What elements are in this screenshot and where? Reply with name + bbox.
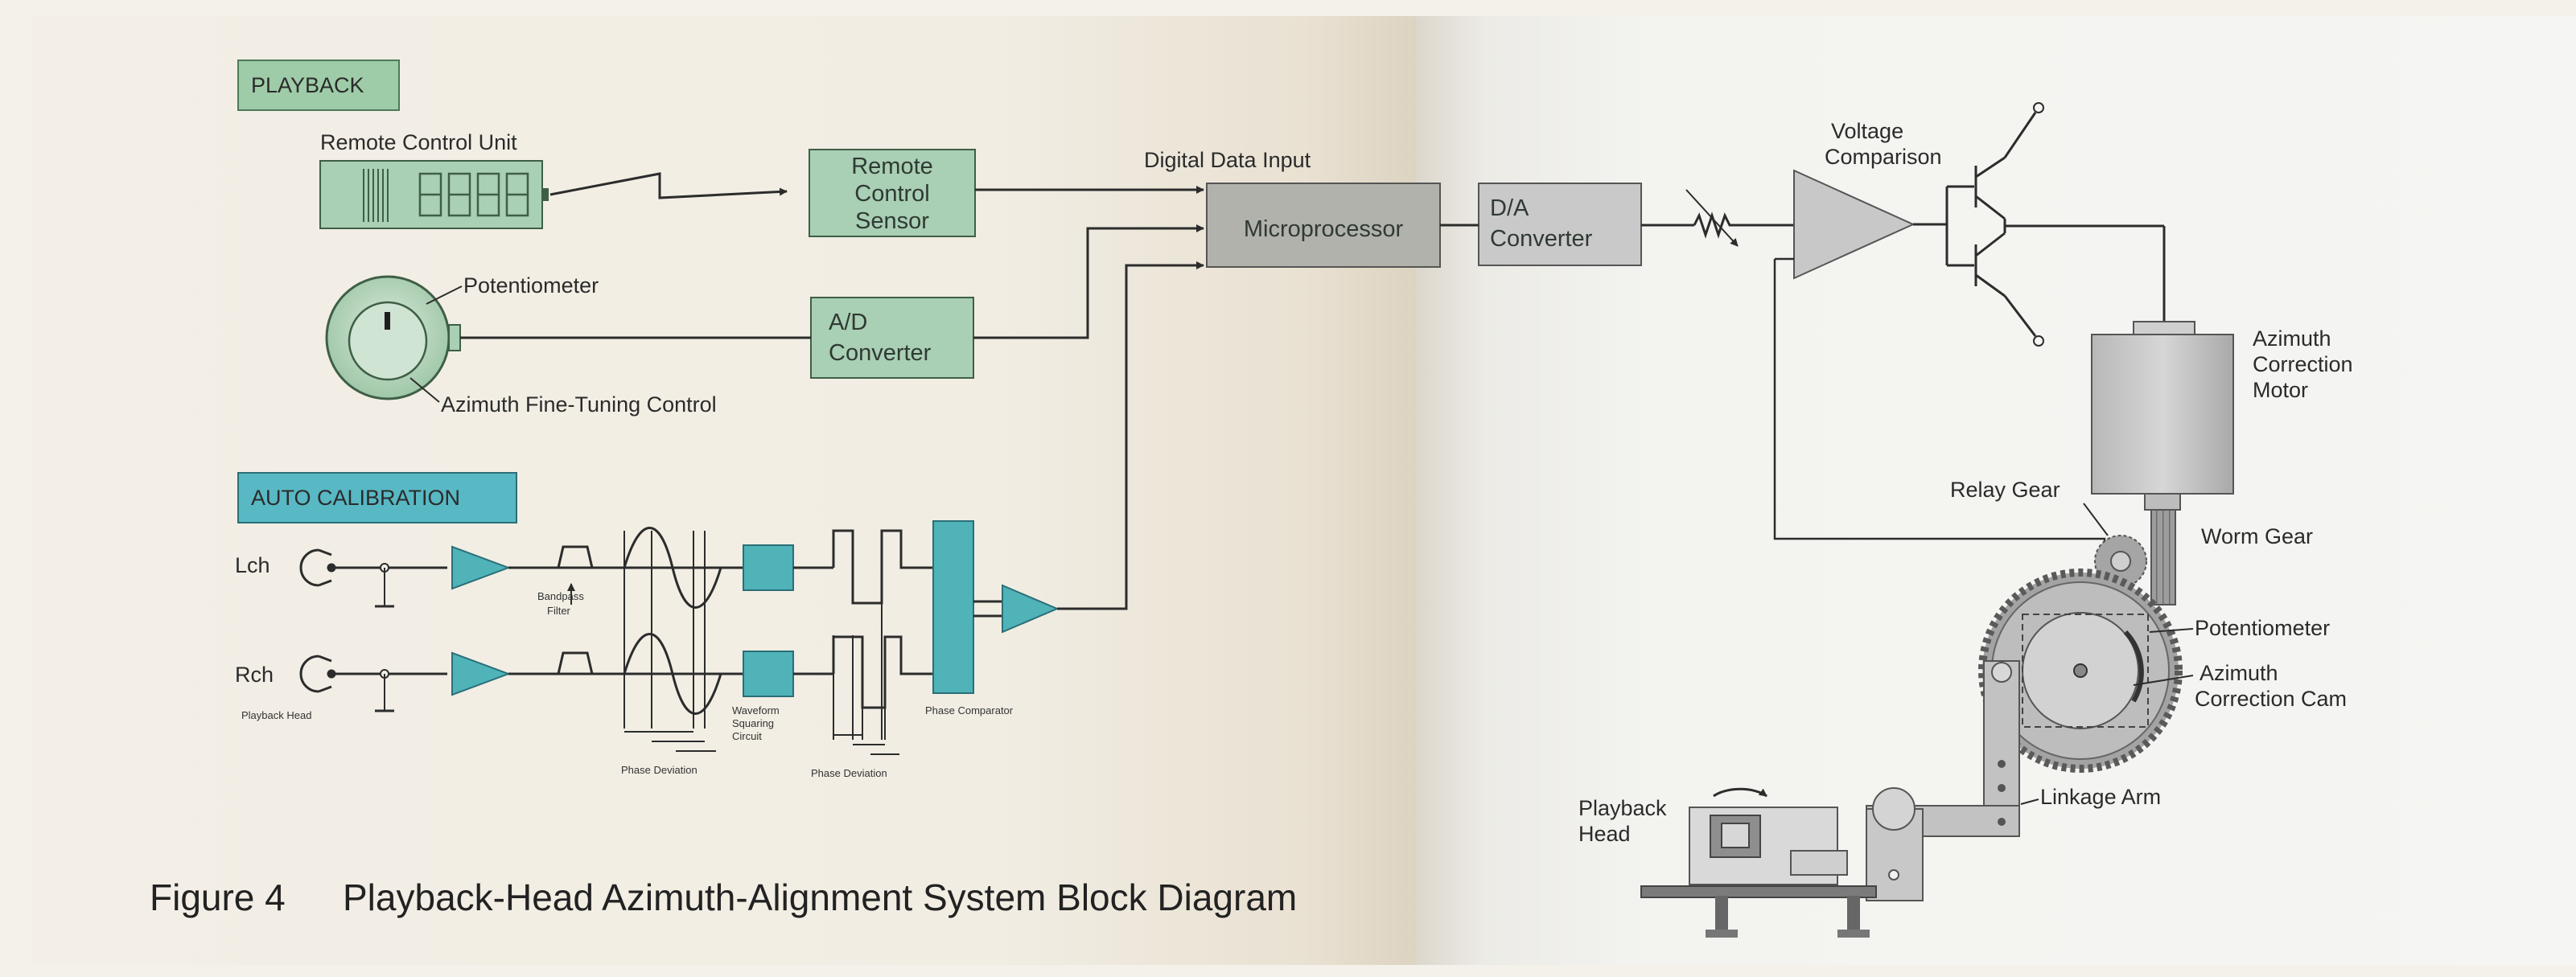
playback-head-label-2: Head xyxy=(1578,822,1631,846)
phase-deviation-label-2: Phase Deviation xyxy=(811,767,887,779)
cam-label-2: Correction Cam xyxy=(2195,687,2347,711)
bandpass-filter-label-2: Filter xyxy=(547,605,571,617)
svg-text:Sensor: Sensor xyxy=(855,208,929,234)
svg-text:D/A: D/A xyxy=(1490,195,1529,221)
ir-signal-arrow xyxy=(549,172,788,199)
rch-bandpass-filter xyxy=(545,651,602,675)
variable-resistor xyxy=(1693,211,1794,239)
figure-number: Figure 4 xyxy=(150,876,286,918)
playback-head-small-label: Playback Head xyxy=(241,709,311,721)
rch-head-icon xyxy=(299,655,336,693)
potentiometer-right-label: Potentiometer xyxy=(2195,616,2330,640)
remote-control-unit-icon xyxy=(319,160,549,229)
comparator-amplifier xyxy=(1002,584,1060,634)
svg-text:Microprocessor: Microprocessor xyxy=(1244,216,1404,242)
potentiometer-label: Potentiometer xyxy=(463,273,599,298)
rch-label: Rch xyxy=(235,663,274,687)
figure-title: Playback-Head Azimuth-Alignment System B… xyxy=(343,876,1297,918)
lch-amplifier xyxy=(451,545,511,590)
motor-label-1: Azimuth xyxy=(2253,326,2331,351)
svg-text:Remote: Remote xyxy=(851,154,933,179)
worm-gear xyxy=(2150,509,2176,605)
lch-bandpass-filter xyxy=(545,545,602,569)
squaring-label-3: Circuit xyxy=(732,730,762,742)
svg-text:Converter: Converter xyxy=(829,340,932,366)
potentiometer-pointer xyxy=(426,285,463,305)
da-converter-box: D/A Converter xyxy=(1478,183,1642,266)
motor-label-2: Correction xyxy=(2253,352,2353,376)
relay-gear-label: Relay Gear xyxy=(1950,478,2060,502)
ad-converter-box: A/D Converter xyxy=(810,297,974,379)
fine-tuning-knob[interactable] xyxy=(325,275,461,400)
voltage-comparator xyxy=(1793,169,1916,280)
fine-tuning-label: Azimuth Fine-Tuning Control xyxy=(441,392,717,417)
phase-deviation-label-1: Phase Deviation xyxy=(621,764,697,776)
lch-squaring-circuit xyxy=(743,544,794,591)
svg-text:Control: Control xyxy=(854,181,930,207)
auto-calibration-tag: AUTO CALIBRATION xyxy=(237,472,517,523)
squaring-label-1: Waveform xyxy=(732,704,780,716)
lch-square-wave xyxy=(832,529,933,605)
rch-square-wave xyxy=(832,635,933,709)
feedback-line xyxy=(1773,259,2106,587)
fine-tuning-pointer xyxy=(409,377,440,403)
lch-label: Lch xyxy=(235,553,270,577)
playback-head-label-1: Playback xyxy=(1578,796,1667,820)
svg-text:PLAYBACK: PLAYBACK xyxy=(251,73,364,97)
remote-control-sensor-box: Remote Control Sensor xyxy=(809,149,976,237)
cam-label-1: Azimuth xyxy=(2199,661,2278,685)
azimuth-correction-motor xyxy=(2091,321,2234,511)
linkage-arm-label: Linkage Arm xyxy=(2040,785,2161,809)
svg-text:AUTO CALIBRATION: AUTO CALIBRATION xyxy=(251,486,460,510)
remote-control-unit-label: Remote Control Unit xyxy=(320,130,517,154)
svg-text:Converter: Converter xyxy=(1490,226,1593,252)
microprocessor-box: Microprocessor xyxy=(1206,183,1441,268)
linkage-arm xyxy=(1866,660,2020,901)
comparator-to-mpu-line xyxy=(1057,261,1204,610)
lch-head-icon xyxy=(299,548,336,587)
rch-amplifier xyxy=(451,651,511,696)
motor-label-3: Motor xyxy=(2253,378,2308,402)
transistor-pair xyxy=(1913,112,2166,337)
playback-tag: PLAYBACK xyxy=(237,60,400,111)
bandpass-filter-label-1: Bandpass xyxy=(537,590,584,602)
squaring-label-2: Squaring xyxy=(732,717,774,729)
digital-data-input-label: Digital Data Input xyxy=(1144,148,1311,172)
ad-to-mpu-line xyxy=(973,224,1204,339)
voltage-comparison-label-1: Voltage xyxy=(1831,119,1903,143)
playback-head-assembly xyxy=(1640,787,1877,938)
voltage-comparison-label-2: Comparison xyxy=(1825,145,1942,169)
phase-comparator xyxy=(932,520,974,694)
worm-gear-label: Worm Gear xyxy=(2201,524,2313,548)
rch-squaring-circuit xyxy=(743,651,794,697)
phase-comparator-label: Phase Comparator xyxy=(925,704,1014,716)
svg-text:A/D: A/D xyxy=(829,310,867,335)
